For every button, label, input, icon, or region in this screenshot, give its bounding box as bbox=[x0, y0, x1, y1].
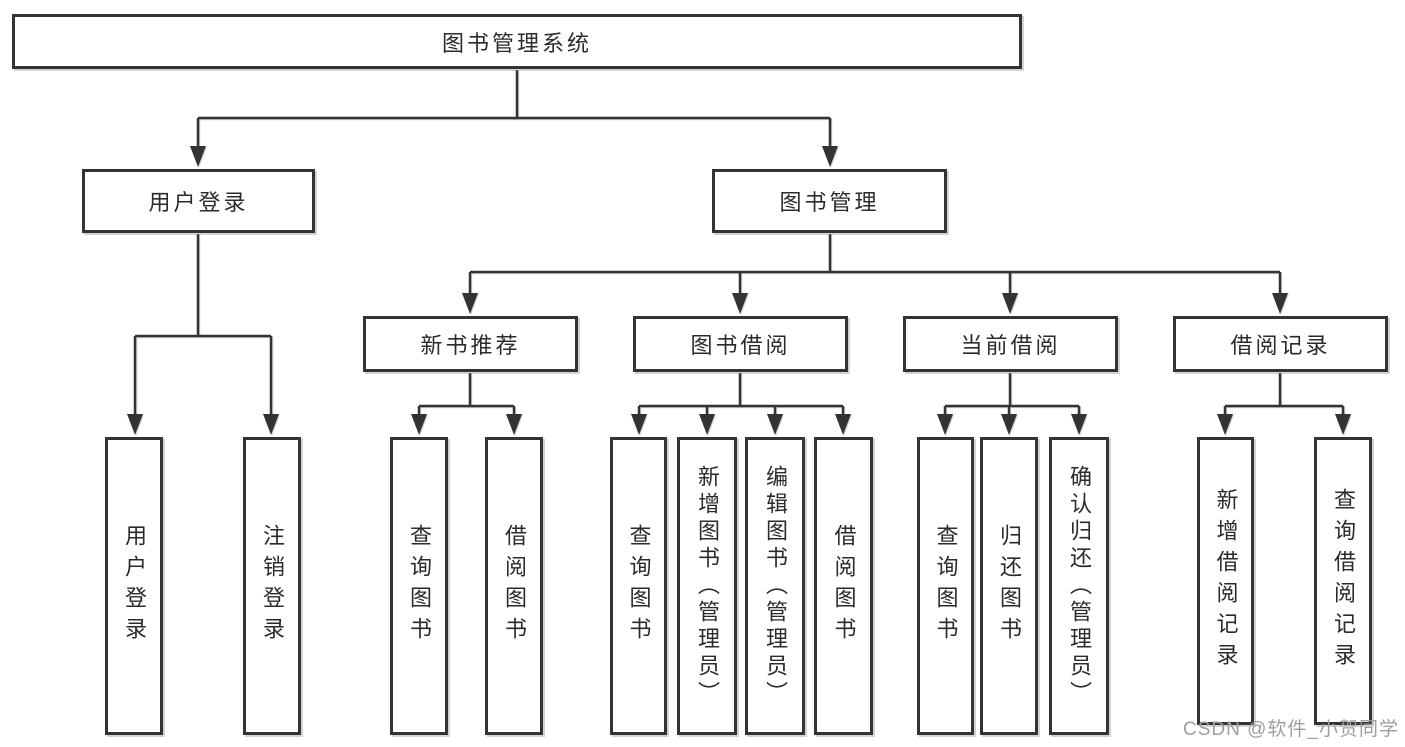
node-book-management: 图书管理 bbox=[712, 169, 947, 233]
leaf-label: 用户登录 bbox=[122, 524, 147, 648]
leaf-query-books-current: 查询图书 bbox=[917, 437, 974, 735]
arrowhead-icon bbox=[1071, 414, 1087, 435]
connector-new-book-recommend-to-leaves bbox=[417, 373, 516, 418]
leaf-label: 查询图书 bbox=[933, 524, 959, 648]
node-current-borrowing: 当前借阅 bbox=[903, 316, 1118, 372]
arrowhead-icon bbox=[1272, 293, 1288, 314]
leaf-label: 确认归还（管理员） bbox=[1067, 464, 1092, 708]
node-label: 用户登录 bbox=[148, 190, 249, 215]
arrowhead-icon bbox=[732, 293, 748, 314]
arrowhead-icon bbox=[1002, 293, 1018, 314]
leaf-query-books-borrowing: 查询图书 bbox=[610, 437, 667, 735]
node-book-borrowing: 图书借阅 bbox=[633, 316, 848, 372]
leaf-label: 新增借阅记录 bbox=[1213, 488, 1239, 674]
node-label: 新书推荐 bbox=[420, 333, 521, 358]
arrowhead-icon bbox=[1001, 414, 1017, 435]
connector-book-borrowing-to-leaves bbox=[637, 373, 845, 418]
arrowhead-icon bbox=[631, 414, 647, 435]
leaf-label: 查询图书 bbox=[626, 524, 652, 648]
arrowhead-icon bbox=[190, 146, 206, 167]
connector-root-to-level2 bbox=[196, 70, 832, 150]
node-new-book-recommend: 新书推荐 bbox=[363, 316, 578, 372]
leaf-add-books-admin: 新增图书（管理员） bbox=[677, 437, 737, 735]
leaf-borrow-books-borrowing: 借阅图书 bbox=[814, 437, 873, 735]
arrowhead-icon bbox=[1335, 414, 1351, 435]
node-system-root: 图书管理系统 bbox=[12, 14, 1022, 69]
arrowhead-icon bbox=[506, 414, 522, 435]
leaf-label: 查询图书 bbox=[407, 524, 432, 648]
leaf-borrow-books-recommend: 借阅图书 bbox=[485, 437, 543, 735]
arrowhead-icon bbox=[699, 414, 715, 435]
node-label: 借阅记录 bbox=[1230, 333, 1331, 358]
arrowheads bbox=[127, 146, 1351, 435]
arrowhead-icon bbox=[937, 414, 953, 435]
arrowhead-icon bbox=[411, 414, 427, 435]
watermark-csdn: CSDN @软件_小贺同学 bbox=[1183, 719, 1399, 740]
arrowhead-icon bbox=[822, 146, 838, 167]
connector-user-login-to-leaves bbox=[133, 234, 273, 417]
node-label: 图书借阅 bbox=[690, 333, 791, 358]
node-user-login: 用户登录 bbox=[82, 169, 315, 233]
node-borrowing-records: 借阅记录 bbox=[1173, 316, 1388, 372]
leaf-add-borrow-record: 新增借阅记录 bbox=[1197, 437, 1254, 725]
leaf-label: 归还图书 bbox=[997, 524, 1022, 648]
leaf-label: 查询借阅记录 bbox=[1331, 488, 1356, 674]
leaf-label: 借阅图书 bbox=[502, 524, 527, 648]
arrowhead-icon bbox=[1217, 414, 1233, 435]
leaf-label: 借阅图书 bbox=[831, 524, 857, 648]
arrowhead-icon bbox=[767, 414, 783, 435]
leaf-label: 新增图书（管理员） bbox=[695, 464, 720, 708]
leaf-user-login: 用户登录 bbox=[105, 437, 163, 735]
leaf-edit-books-admin: 编辑图书（管理员） bbox=[745, 437, 805, 735]
leaf-query-borrow-record: 查询借阅记录 bbox=[1314, 437, 1372, 725]
node-label: 图书管理系统 bbox=[441, 30, 592, 56]
node-label: 图书管理 bbox=[779, 190, 880, 215]
leaf-confirm-return-admin: 确认归还（管理员） bbox=[1049, 437, 1109, 735]
leaf-query-books-recommend: 查询图书 bbox=[390, 437, 448, 735]
leaf-return-books: 归还图书 bbox=[980, 437, 1038, 735]
arrowhead-icon bbox=[835, 414, 851, 435]
connector-book-management-to-level3 bbox=[468, 234, 1282, 297]
connector-borrowing-records-to-leaves bbox=[1223, 373, 1345, 418]
leaf-logout: 注销登录 bbox=[243, 437, 301, 735]
connector-current-borrowing-to-leaves bbox=[943, 373, 1081, 418]
node-label: 当前借阅 bbox=[960, 333, 1061, 358]
arrowhead-icon bbox=[462, 293, 478, 314]
leaf-label: 注销登录 bbox=[260, 524, 285, 648]
arrowhead-icon bbox=[263, 414, 279, 435]
arrowhead-icon bbox=[127, 414, 143, 435]
leaf-label: 编辑图书（管理员） bbox=[763, 464, 788, 708]
